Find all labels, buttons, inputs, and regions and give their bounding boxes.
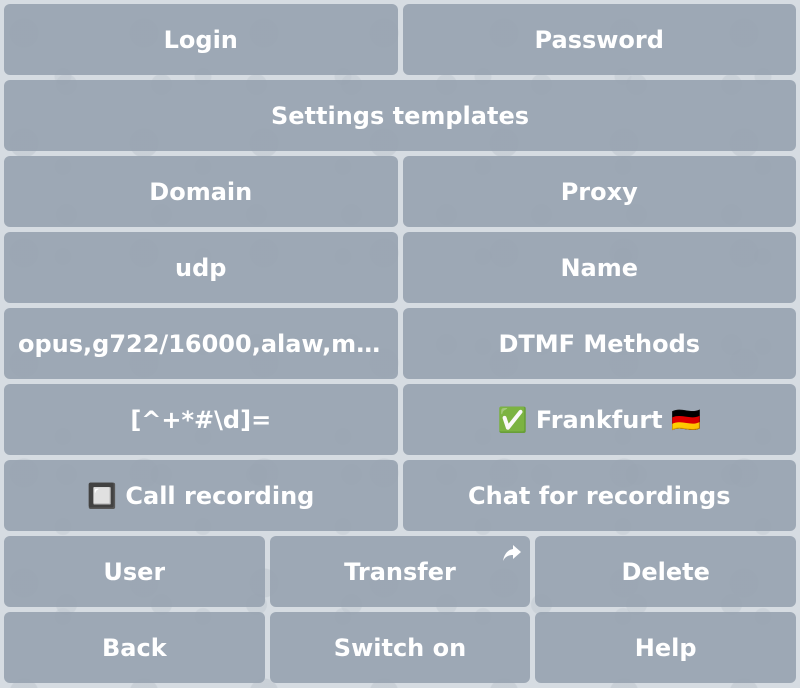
server-location-button-label: ✅ Frankfurt 🇩🇪 [497, 405, 701, 434]
login-button[interactable]: Login [4, 4, 398, 75]
settings-templates-button-label: Settings templates [270, 101, 530, 130]
codecs-button-label: opus,g722/16000,alaw,mul… [18, 329, 384, 358]
switch-on-button[interactable]: Switch on [269, 612, 531, 683]
server-location-button[interactable]: ✅ Frankfurt 🇩🇪 [402, 384, 796, 455]
back-button[interactable]: Back [4, 612, 265, 683]
delete-button-label: Delete [621, 557, 710, 586]
dtmf-methods-button[interactable]: DTMF Methods [402, 308, 796, 379]
user-button[interactable]: User [4, 536, 265, 607]
keyboard-row-5: opus,g722/16000,alaw,mul… DTMF Methods [4, 308, 796, 379]
keyboard-row-9: Back Switch on Help [4, 612, 797, 683]
chat-for-recordings-button[interactable]: Chat for recordings [402, 460, 796, 531]
keyboard-row-3: Domain Proxy [4, 156, 796, 227]
transport-button-label: udp [175, 253, 227, 282]
transfer-button[interactable]: Transfer [269, 536, 531, 607]
proxy-button[interactable]: Proxy [402, 156, 796, 227]
call-recording-toggle-label: 🔲 Call recording [87, 481, 315, 510]
domain-button-label: Domain [149, 177, 253, 206]
name-button-label: Name [560, 253, 639, 282]
keyboard-row-2: Settings templates [4, 80, 796, 151]
login-button-label: Login [163, 25, 238, 54]
call-recording-toggle[interactable]: 🔲 Call recording [4, 460, 398, 531]
proxy-button-label: Proxy [560, 177, 638, 206]
forward-arrow-icon [503, 545, 522, 561]
domain-button[interactable]: Domain [4, 156, 398, 227]
dialplan-button[interactable]: [^+*#\d]= [4, 384, 398, 455]
delete-button[interactable]: Delete [535, 536, 797, 607]
keyboard-row-4: udp Name [4, 232, 796, 303]
codecs-button[interactable]: opus,g722/16000,alaw,mul… [4, 308, 398, 379]
transfer-button-label: Transfer [344, 557, 456, 586]
back-button-label: Back [101, 633, 167, 662]
keyboard-row-6: [^+*#\d]= ✅ Frankfurt 🇩🇪 [4, 384, 796, 455]
password-button-label: Password [534, 25, 664, 54]
password-button[interactable]: Password [402, 4, 796, 75]
keyboard-row-7: 🔲 Call recording Chat for recordings [4, 460, 796, 531]
user-button-label: User [103, 557, 166, 586]
chat-for-recordings-button-label: Chat for recordings [468, 481, 731, 510]
keyboard-row-1: Login Password [4, 4, 796, 75]
bot-reply-keyboard: Login Password Settings templates Domain… [4, 4, 797, 684]
dtmf-methods-button-label: DTMF Methods [498, 329, 701, 358]
dialplan-button-label: [^+*#\d]= [130, 405, 272, 434]
help-button[interactable]: Help [535, 612, 797, 683]
keyboard-row-8: User Transfer Delete [4, 536, 797, 607]
transport-button[interactable]: udp [4, 232, 398, 303]
settings-templates-button[interactable]: Settings templates [4, 80, 796, 151]
name-button[interactable]: Name [402, 232, 796, 303]
help-button-label: Help [634, 633, 697, 662]
switch-on-button-label: Switch on [333, 633, 467, 662]
